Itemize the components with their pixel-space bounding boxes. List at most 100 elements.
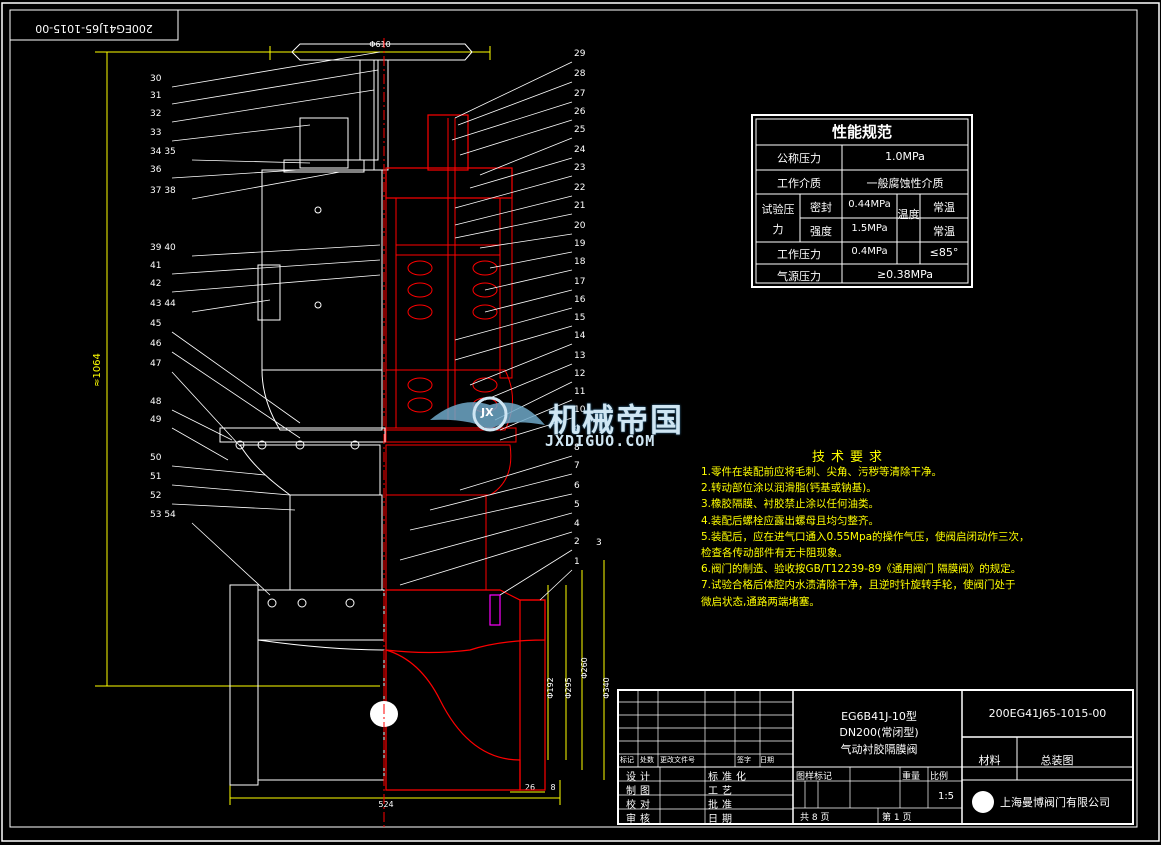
performance-table: [751, 114, 973, 288]
part-number-right: 10: [574, 405, 586, 415]
tb-stage-label: 图样标记: [796, 772, 833, 782]
part-number-right: 28: [574, 69, 586, 79]
part-number-left: 34 35: [150, 147, 176, 157]
part-number-left: 32: [150, 109, 162, 119]
part-number-left: 37 38: [150, 186, 176, 196]
part-number-left: 30: [150, 74, 162, 84]
part-number-left: 45: [150, 319, 162, 329]
part-number-left: 52: [150, 491, 162, 501]
title-block: [617, 689, 1134, 825]
part-number-left: 42: [150, 279, 162, 289]
nominal-pressure-value: 1.0MPa: [885, 150, 925, 163]
tb-company: 上海曼博阀门有限公司: [1000, 796, 1110, 809]
part-number-right: 7: [574, 461, 580, 471]
part-number-left: 43 44: [150, 299, 176, 309]
tech-item: 4.装配后螺栓应露出螺母且均匀整齐。: [701, 514, 880, 527]
watermark-title: 机械帝国: [548, 401, 685, 439]
watermark-logo-text: JX: [481, 406, 494, 419]
inner-frame: [9, 9, 1138, 828]
medium-value: 一般腐蚀性介质: [866, 177, 944, 190]
tb-weight-label: 重量: [902, 772, 921, 782]
seal-value: 0.44MPa: [848, 199, 891, 210]
tb-role2: 工艺: [708, 786, 736, 797]
tb-role: 制图: [626, 786, 654, 797]
part-number-right: 6: [574, 481, 580, 491]
part-number-right: 12: [574, 369, 586, 379]
part-number-left: 41: [150, 261, 162, 271]
part-number-right: 24: [574, 145, 586, 155]
tb-material-label: 材料: [978, 754, 1001, 767]
air-pressure-label: 气源压力: [777, 270, 821, 283]
tb-drawing-no: 200EG41J65-1015-00: [988, 707, 1107, 720]
tech-item: 微启状态,通路两端堵塞。: [701, 595, 820, 608]
work-pressure-label: 工作压力: [777, 248, 821, 261]
performance-title: 性能规范: [831, 123, 892, 141]
temp-label: 温度: [897, 208, 920, 221]
tb-total-sheets: 共 8 页: [800, 813, 830, 823]
tb-size: DN200(常闭型): [839, 726, 919, 739]
dim-bottom-width: 524: [378, 800, 393, 809]
tb-role: 设计: [626, 772, 654, 783]
part-number-right: 25: [574, 125, 586, 135]
tech-item: 1.零件在装配前应将毛刺、尖角、污秽等清除干净。: [701, 466, 943, 478]
tech-item: 5.装配后，应在进气口通入0.55Mpa的操作气压，使阀启闭动作三次，: [701, 530, 1030, 543]
tb-sheet: 第 1 页: [882, 813, 912, 823]
part-number-left: 36: [150, 165, 162, 175]
part-number-right: 16: [574, 295, 586, 305]
part-number-right: 15: [574, 313, 586, 323]
tb-role2: 批准: [708, 800, 736, 811]
tb-scale-label: 比例: [930, 772, 949, 782]
dim-26: 26: [525, 783, 535, 792]
part-number-right: 13: [574, 351, 586, 361]
medium-label: 工作介质: [777, 177, 821, 190]
dim-8: 8: [550, 783, 555, 792]
part-number-left: 31: [150, 91, 162, 101]
tb-role: 校对: [626, 800, 654, 811]
tb-rev-header: 处数: [640, 756, 654, 764]
part-number-right: 4: [574, 519, 580, 529]
part-number-left: 46: [150, 339, 162, 349]
part-number-right: 14: [574, 331, 586, 341]
part-number-left: 51: [150, 472, 162, 482]
part-number-right: 1: [574, 557, 580, 567]
tb-name: 气动衬胶隔膜阀: [840, 743, 918, 756]
part-number-right: 2: [574, 537, 580, 547]
tb-rev-header: 更改文件号: [660, 756, 695, 764]
tech-item: 6.阀门的制造、验收按GB/T12239-89《通用阀门 隔膜阀》的规定。: [701, 563, 1022, 576]
part-number-right: 26: [574, 107, 586, 117]
part-number-right: 19: [574, 239, 586, 249]
part-number-left: 33: [150, 128, 162, 138]
part-number-3: 3: [596, 538, 602, 548]
dimension-lines: [95, 46, 605, 805]
watermark-url: JXDIGUO.COM: [545, 432, 656, 450]
tb-scale-value: 1:5: [937, 791, 955, 802]
tb-rev-header: 标记: [620, 756, 634, 764]
temp-normal-2: 常温: [933, 225, 955, 238]
strength-label: 强度: [810, 225, 832, 238]
tech-item: 3.橡胶隔膜、衬胶禁止涂以任何油类。: [701, 498, 880, 511]
tech-item: 检查各传动部件有无卡阻现象。: [701, 547, 848, 559]
temp-max: ≤85°: [929, 246, 959, 259]
part-number-left: 39 40: [150, 243, 176, 253]
dim-d192: Φ192: [546, 677, 555, 699]
tb-role2: 标准化: [708, 772, 750, 783]
tech-item: 2.转动部位涂以润滑脂(钙基或钠基)。: [701, 482, 877, 495]
part-number-right: 23: [574, 163, 586, 173]
part-number-left: 47: [150, 359, 162, 369]
dim-d340: Φ340: [602, 677, 611, 699]
dim-total-height: ≈1064: [92, 353, 103, 387]
code-box: [9, 9, 179, 41]
temp-normal-1: 常温: [933, 201, 955, 214]
valve-body-drawing: [219, 38, 546, 830]
tb-role2: 日期: [708, 814, 736, 825]
dim-d260: Φ260: [580, 657, 589, 679]
company-logo-icon: [972, 791, 994, 813]
tb-model: EG6B41J-10型: [841, 710, 917, 723]
part-number-right: 8: [574, 443, 580, 453]
watermark-logo: [430, 396, 545, 432]
gear-logo-icon: [472, 396, 508, 432]
part-number-right: 5: [574, 500, 580, 510]
